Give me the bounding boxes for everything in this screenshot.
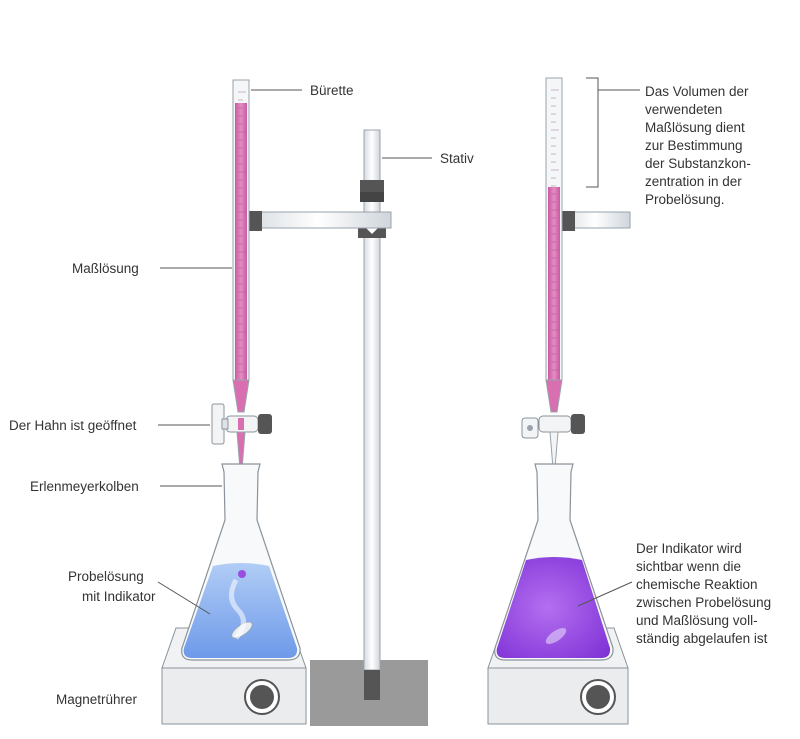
volume-note-line: zentration in der [645, 174, 742, 189]
clamp-arm-left [244, 211, 392, 229]
volume-note-line: der Substanzkon- [645, 156, 751, 171]
stand-boss-notch [366, 228, 378, 234]
stand [310, 129, 428, 726]
stir-bar-right [545, 627, 567, 645]
stopcock-body-right [538, 415, 572, 433]
label-titrant: Maßlösung [72, 261, 139, 276]
indicator-note-line: und Maßlösung voll- [636, 613, 758, 628]
burette-left [232, 79, 250, 413]
stopcock-nut-left [258, 414, 272, 434]
volume-note-line: Probelösung. [645, 192, 725, 207]
titrant-column-left [235, 103, 247, 380]
volume-note-line: verwendeten [645, 102, 722, 117]
volume-note-line: Maßlösung dient [645, 120, 745, 135]
indicator-note-line: zwischen Probelösung [636, 595, 771, 610]
leader-indicator [577, 581, 633, 607]
stirrer-knob-left [250, 685, 274, 709]
swirl-left [229, 578, 246, 640]
leader-lines [157, 77, 640, 615]
stand-boss-top [360, 180, 384, 192]
stopcock-nut-right [571, 414, 585, 434]
burette-taper-right [545, 379, 563, 413]
burette-taper-left [232, 379, 250, 413]
volume-note-line: Das Volumen der [645, 84, 749, 99]
drip-tip-right [549, 431, 559, 469]
stand-rod-foot [364, 670, 380, 700]
volume-note: Das Volumen der verwendeten Maßlösung di… [645, 84, 751, 207]
stopcock-right [521, 414, 585, 469]
stopcock-handle-hole [527, 425, 533, 431]
stand-rod [363, 129, 381, 671]
burette-scale-left [238, 91, 246, 373]
burette-right [545, 77, 563, 413]
stand-boss-mid [360, 192, 384, 202]
stirrer-body-left [161, 667, 307, 725]
titrant-column-right [548, 187, 560, 380]
endpoint-solution-right [496, 557, 611, 658]
leader-sample [157, 581, 211, 615]
label-flask: Erlenmeyerkolben [30, 479, 139, 494]
indicator-note-line: chemische Reaktion [636, 577, 758, 592]
label-stand: Stativ [440, 151, 474, 166]
indicator-note-line: sichtbar wenn die [636, 559, 741, 574]
volume-note-line: zur Bestimmung [645, 138, 743, 153]
stopcock-stem-left [221, 418, 229, 430]
stirrer-knob-right [586, 685, 610, 709]
erlenmeyer-flask-left [181, 463, 301, 661]
burette-scale-right [551, 89, 559, 371]
stopcock-left [211, 403, 272, 471]
indicator-note-line: ständig abgelaufen ist [636, 631, 768, 646]
label-burette: Bürette [310, 83, 354, 98]
label-valve: Der Hahn ist geöffnet [9, 418, 137, 433]
label-stirrer: Magnetrührer [56, 692, 138, 707]
label-sample-2: mit Indikator [82, 589, 156, 604]
volume-bracket [586, 77, 599, 188]
stopcock-channel-left [238, 418, 244, 430]
indicator-note-line: Der Indikator wird [636, 541, 742, 556]
erlenmeyer-flask-right [494, 463, 614, 661]
falling-drop-color [238, 570, 246, 578]
label-sample-1: Probelösung [68, 569, 144, 584]
indicator-note: Der Indikator wird sichtbar wenn die che… [636, 541, 771, 646]
